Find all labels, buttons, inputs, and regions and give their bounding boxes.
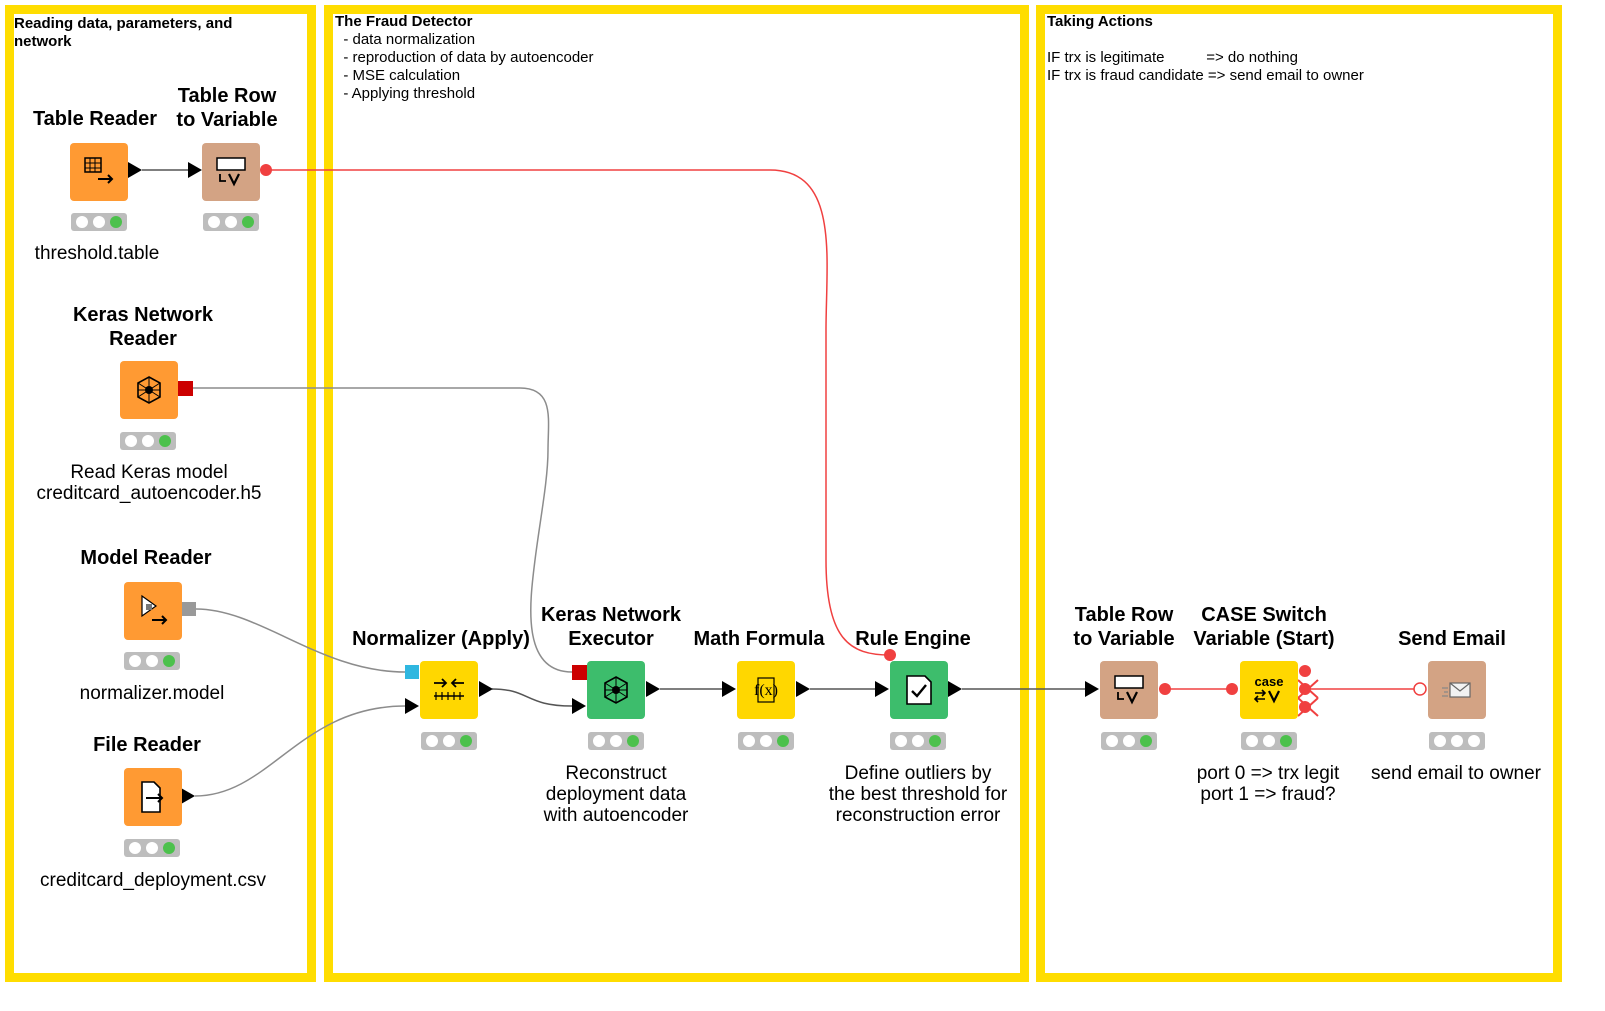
node-status [124, 652, 180, 670]
node-status [71, 213, 127, 231]
node-title: Table Reader [32, 108, 158, 130]
keras-network-icon [604, 676, 628, 704]
table-to-variable-icon [216, 157, 246, 187]
node-status [421, 732, 477, 750]
inactive-branch-icon [1297, 679, 1319, 717]
node-status [738, 732, 794, 750]
model-output-port [182, 602, 196, 616]
node-title: Math Formula [693, 628, 825, 650]
variable-connection [266, 169, 891, 656]
math-formula-node[interactable]: f(x) [737, 661, 795, 719]
table-row-to-variable-node[interactable] [1100, 661, 1158, 719]
data-connection [195, 608, 406, 673]
network-output-port [178, 381, 193, 396]
node-title: Table Row to Variable [1073, 604, 1175, 650]
annotation-taking-actions[interactable] [1036, 5, 1562, 982]
node-status [1429, 732, 1485, 750]
input-port [405, 698, 419, 714]
node-title: Normalizer (Apply) [352, 628, 530, 650]
annotation-fraud-detector[interactable] [324, 5, 1029, 982]
node-status [1241, 732, 1297, 750]
node-status [1101, 732, 1157, 750]
node-status [203, 213, 259, 231]
variable-input-port [1413, 682, 1427, 696]
keras-network-executor-node[interactable] [587, 661, 645, 719]
case-switch-icon: case [1253, 674, 1284, 704]
variable-output-port-2 [1299, 701, 1311, 713]
data-connection [193, 387, 573, 673]
node-title: Rule Engine [855, 628, 971, 650]
variable-output-port-0 [1299, 665, 1311, 677]
normalizer-icon [434, 678, 464, 700]
node-label: creditcard_deployment.csv [40, 870, 266, 891]
data-connection [194, 705, 406, 797]
output-port [796, 681, 810, 697]
output-port [948, 681, 962, 697]
node-label: Read Keras model creditcard_autoencoder.… [36, 462, 262, 504]
node-title: Keras Network Reader [72, 304, 214, 350]
rule-engine-node[interactable] [890, 661, 948, 719]
node-title: Send Email [1398, 628, 1506, 650]
node-label: Define outliers by the best threshold fo… [828, 763, 1008, 826]
email-icon [1442, 682, 1471, 698]
node-title: Model Reader [80, 547, 212, 569]
node-status [124, 839, 180, 857]
model-reader-icon [141, 594, 168, 625]
send-email-node[interactable] [1428, 661, 1486, 719]
rule-engine-icon [906, 675, 932, 705]
output-port [479, 681, 493, 697]
annotation-taking-actions-title: Taking Actions [1047, 13, 1153, 30]
input-port [1085, 681, 1099, 697]
input-port [572, 698, 586, 714]
model-input-port [405, 665, 419, 679]
annotation-fraud-detector-title: The Fraud Detector [335, 13, 473, 30]
node-title: CASE Switch Variable (Start) [1193, 604, 1335, 650]
variable-output-port [260, 164, 272, 176]
node-status [120, 432, 176, 450]
variable-input-port [1226, 683, 1238, 695]
annotation-reading-data-title: Reading data, parameters, and network [14, 15, 233, 50]
input-port [722, 681, 736, 697]
network-input-port [572, 665, 587, 680]
annotation-reading-data[interactable] [5, 5, 316, 982]
output-port [128, 162, 142, 178]
node-label: send email to owner [1370, 763, 1542, 784]
table-reader-icon [84, 157, 114, 184]
variable-output-port-1 [1299, 683, 1311, 695]
normalizer-apply-node[interactable] [420, 661, 478, 719]
variable-output-port [1159, 683, 1171, 695]
node-title: Keras Network Executor [540, 604, 682, 650]
file-reader-node[interactable] [124, 768, 182, 826]
keras-network-icon [137, 376, 161, 404]
annotation-fraud-detector-text: - data normalization - reproduction of d… [343, 31, 594, 102]
node-status [890, 732, 946, 750]
table-row-to-variable-node[interactable] [202, 143, 260, 201]
svg-text:f(x): f(x) [754, 682, 778, 699]
data-connection [491, 688, 573, 707]
variable-input-port [884, 649, 896, 661]
keras-network-reader-node[interactable] [120, 361, 178, 419]
node-title: Table Row to Variable [176, 85, 278, 131]
file-reader-icon [141, 781, 164, 813]
node-title: File Reader [93, 734, 201, 756]
case-icon-text: case [1255, 674, 1284, 689]
output-port [181, 788, 195, 804]
node-label: port 0 => trx legit port 1 => fraud? [1196, 763, 1340, 805]
node-label: threshold.table [34, 243, 160, 264]
node-label: normalizer.model [79, 683, 225, 704]
table-reader-node[interactable] [70, 143, 128, 201]
math-formula-icon: f(x) [754, 677, 778, 703]
table-to-variable-icon [1114, 675, 1144, 705]
annotation-taking-actions-text: IF trx is legitimate => do nothing IF tr… [1047, 49, 1364, 84]
model-reader-node[interactable] [124, 582, 182, 640]
input-port [188, 162, 202, 178]
output-port [646, 681, 660, 697]
case-switch-variable-node[interactable]: case [1240, 661, 1298, 719]
node-status [588, 732, 644, 750]
input-port [875, 681, 889, 697]
node-label: Reconstruct deployment data with autoenc… [543, 763, 689, 826]
